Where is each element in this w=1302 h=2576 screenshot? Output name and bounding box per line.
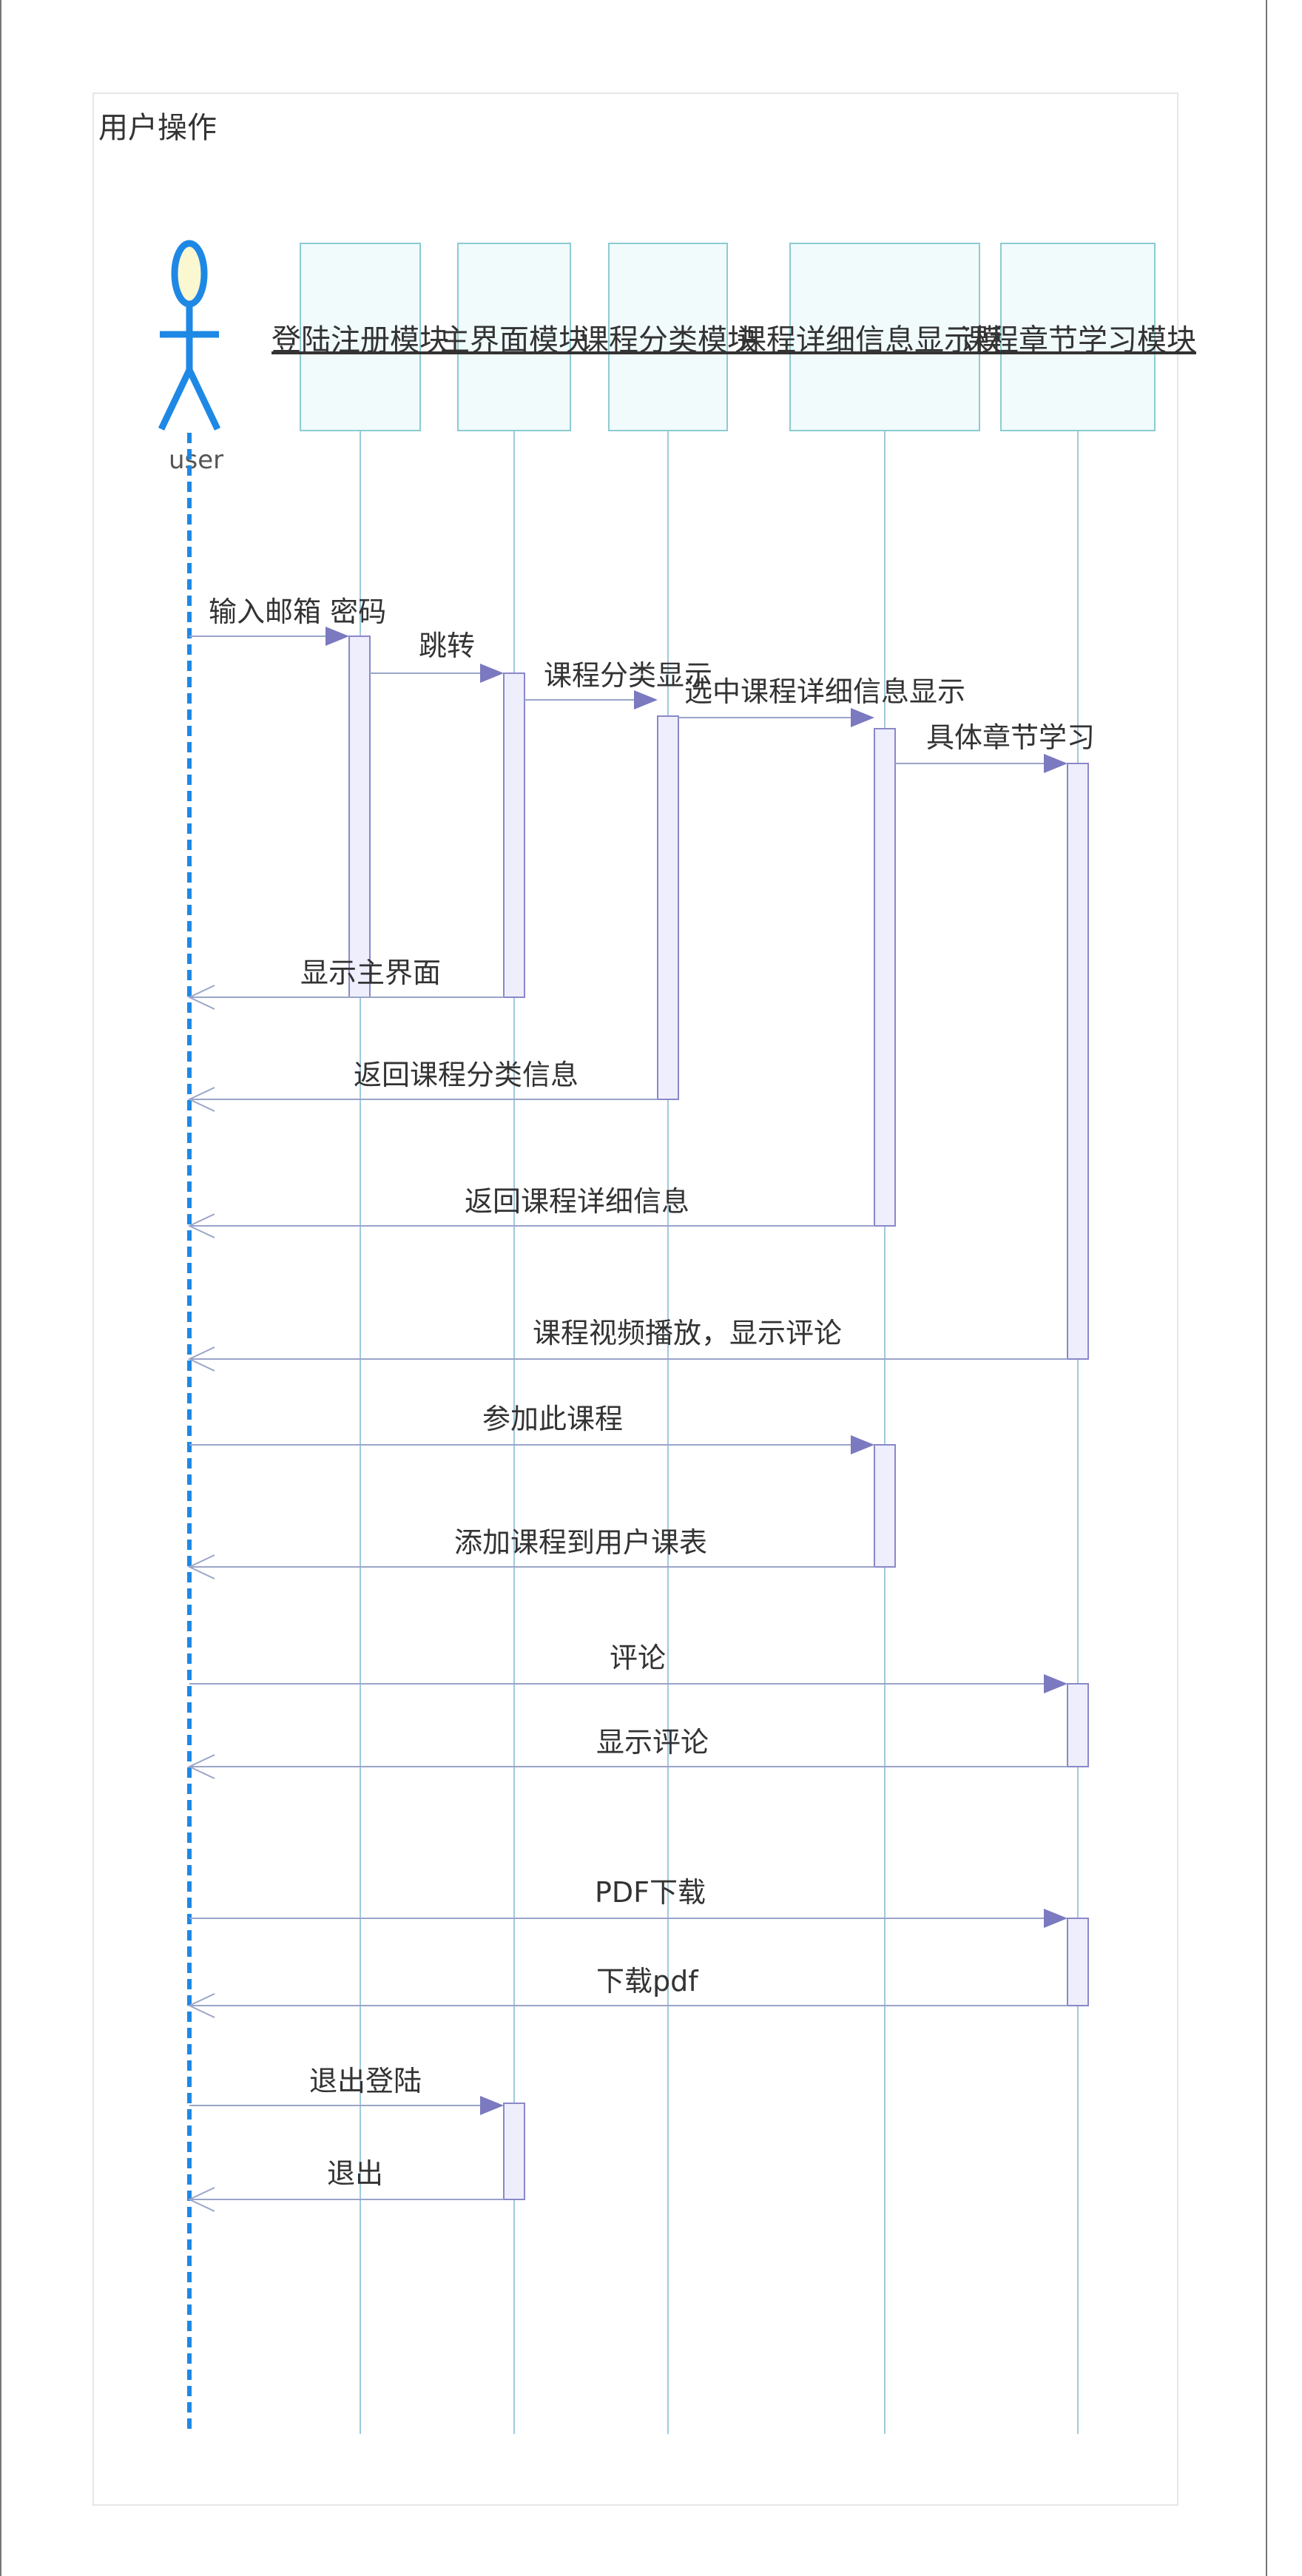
message-label: PDF下载	[595, 1876, 706, 1909]
message-label: 返回课程分类信息	[354, 1059, 579, 1091]
message-label: 退出	[327, 2157, 383, 2190]
message-call[interactable]: 输入邮箱 密码	[189, 596, 386, 646]
activation-bar-main	[503, 672, 525, 998]
message-call[interactable]: 跳转	[370, 630, 504, 683]
message-label: 参加此课程	[482, 1403, 623, 1435]
page-border	[0, 0, 1267, 2576]
message-label: 下载pdf	[596, 1965, 699, 1997]
lifeline-label-chapter: 课程章节学习模块	[959, 323, 1196, 357]
frame-title: 用户操作	[98, 111, 217, 145]
activation-bar-main-2	[503, 2103, 525, 2200]
message-return[interactable]: 返回课程详细信息	[187, 1185, 874, 1238]
message-label: 输入邮箱 密码	[209, 596, 386, 628]
lifeline-label-category: 课程分类模块	[579, 323, 757, 357]
message-call[interactable]: 具体章节学习	[895, 721, 1095, 773]
message-return[interactable]: 下载pdf	[187, 1965, 1067, 2018]
message-call[interactable]: 退出登陆	[189, 2065, 504, 2115]
message-label: 评论	[610, 1642, 666, 1674]
lifeline-box-main[interactable]: 主界面模块	[440, 243, 588, 431]
activation-bar-detail-2	[874, 1444, 896, 1568]
message-label: 选中课程详细信息显示	[684, 675, 965, 708]
message-label: 课程分类显示	[544, 659, 712, 692]
message-call[interactable]: 评论	[189, 1642, 1067, 1693]
message-return[interactable]: 退出	[187, 2157, 504, 2212]
lifeline-box-detail[interactable]: 课程详细信息显示模块	[737, 243, 1033, 431]
message-return[interactable]: 添加课程到用户课表	[187, 1526, 874, 1579]
message-return[interactable]: 显示主界面	[187, 957, 504, 1010]
activation-bar-chapter-3	[1067, 1918, 1089, 2006]
message-call[interactable]: 参加此课程	[189, 1403, 874, 1454]
stick-figure-actor-icon	[158, 240, 221, 431]
lifeline-box-category[interactable]: 课程分类模块	[579, 243, 757, 431]
activation-bar-chapter-2	[1067, 1683, 1089, 1767]
activation-bar-detail	[874, 728, 896, 1227]
message-label: 跳转	[419, 630, 475, 662]
message-label: 显示评论	[596, 1726, 709, 1759]
message-return[interactable]: 显示评论	[187, 1726, 1067, 1779]
lifeline-label-detail: 课程详细信息显示模块	[737, 323, 1033, 357]
message-label: 退出登陆	[309, 2065, 422, 2097]
message-label: 具体章节学习	[926, 721, 1095, 754]
diagram-frame	[92, 92, 1178, 2506]
message-call[interactable]: 选中课程详细信息显示	[678, 675, 965, 727]
activation-bar-category	[657, 715, 679, 1100]
message-return[interactable]: 课程视频播放，显示评论	[187, 1317, 1067, 1372]
message-return[interactable]: 返回课程分类信息	[187, 1059, 658, 1112]
activation-bar-login	[348, 635, 371, 998]
message-label: 添加课程到用户课表	[454, 1526, 707, 1559]
message-call[interactable]: PDF下载	[189, 1876, 1067, 1928]
message-label: 返回课程详细信息	[465, 1185, 689, 1218]
lifeline-box-login[interactable]: 登陆注册模块	[271, 243, 449, 431]
lifeline-box-chapter[interactable]: 课程章节学习模块	[959, 243, 1196, 431]
actor-label: user	[169, 445, 224, 475]
message-label: 课程视频播放，显示评论	[533, 1317, 842, 1349]
message-call[interactable]: 课程分类显示	[524, 659, 712, 709]
activation-bar-chapter	[1067, 763, 1089, 1360]
lifeline-label-main: 主界面模块	[440, 323, 588, 357]
lifeline-label-login: 登陆注册模块	[271, 323, 449, 357]
message-label: 显示主界面	[300, 957, 441, 989]
